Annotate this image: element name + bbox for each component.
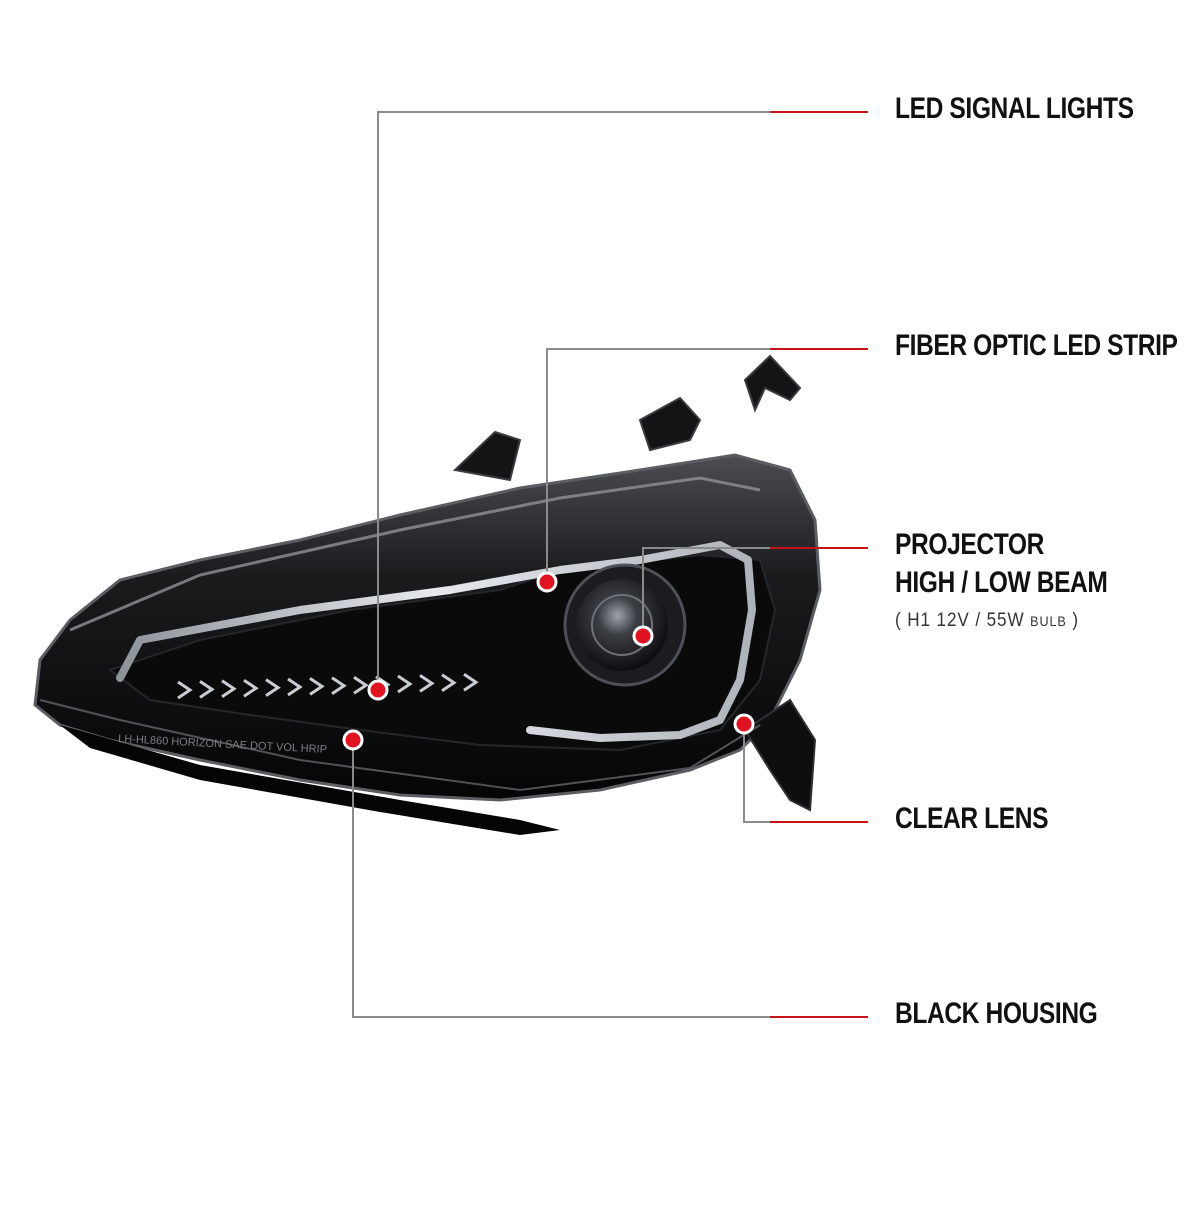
mounting-bracket <box>743 354 802 413</box>
mounting-bracket <box>638 396 702 452</box>
led-chevron <box>177 680 193 700</box>
projector-lens-ring <box>591 594 653 656</box>
led-chevron <box>309 677 325 696</box>
label-led-signal-lights: LED SIGNAL LIGHTS <box>895 92 1134 125</box>
led-signal-row <box>177 672 479 700</box>
label-high-low-beam: HIGH / LOW BEAM <box>895 566 1108 599</box>
marker-fiber-optic-led-strip <box>536 571 558 593</box>
label-clear-lens: CLEAR LENS <box>895 802 1049 835</box>
led-chevron <box>287 677 303 697</box>
projector-lens <box>576 579 668 671</box>
bulb-unit-text: BULB <box>1030 613 1067 629</box>
led-chevron <box>199 680 215 699</box>
mounting-bracket <box>452 430 522 482</box>
marker-black-housing <box>342 729 364 751</box>
callout-markers <box>342 571 755 751</box>
led-chevron <box>441 673 457 693</box>
bulb-spec-text: ( H1 12V / 55W <box>895 610 1025 631</box>
label-black-housing: BLACK HOUSING <box>895 997 1098 1030</box>
marker-led-signal-lights <box>367 679 389 701</box>
led-chevron <box>397 674 413 694</box>
housing-underside <box>60 725 560 835</box>
marker-clear-lens <box>733 713 755 735</box>
led-chevron <box>463 672 479 692</box>
clear-lens-highlight <box>69 476 761 632</box>
label-bulb-spec: ( H1 12V / 55W BULB ) <box>895 610 1079 632</box>
led-chevron <box>353 675 369 695</box>
leader-line-clear-lens <box>743 724 770 823</box>
bulb-spec-close: ) <box>1072 610 1079 631</box>
leader-line-fiber-optic <box>546 348 770 582</box>
led-chevron <box>265 678 281 697</box>
led-chevron <box>331 676 347 696</box>
label-fiber-optic-led-strip: FIBER OPTIC LED STRIP <box>895 329 1178 362</box>
clear-lens-highlight <box>39 699 761 792</box>
leader-line-black-housing <box>352 740 770 1018</box>
label-projector: PROJECTOR <box>895 528 1044 561</box>
housing-rear <box>743 698 817 812</box>
marker-projector <box>632 625 654 647</box>
led-chevron <box>243 678 259 698</box>
led-chevron <box>419 674 435 693</box>
leader-line-led-signal <box>377 111 770 690</box>
leader-lines <box>352 111 868 1018</box>
leader-line-projector <box>642 547 770 636</box>
fiber-optic-led-strip <box>116 541 756 742</box>
led-chevron <box>221 679 237 699</box>
